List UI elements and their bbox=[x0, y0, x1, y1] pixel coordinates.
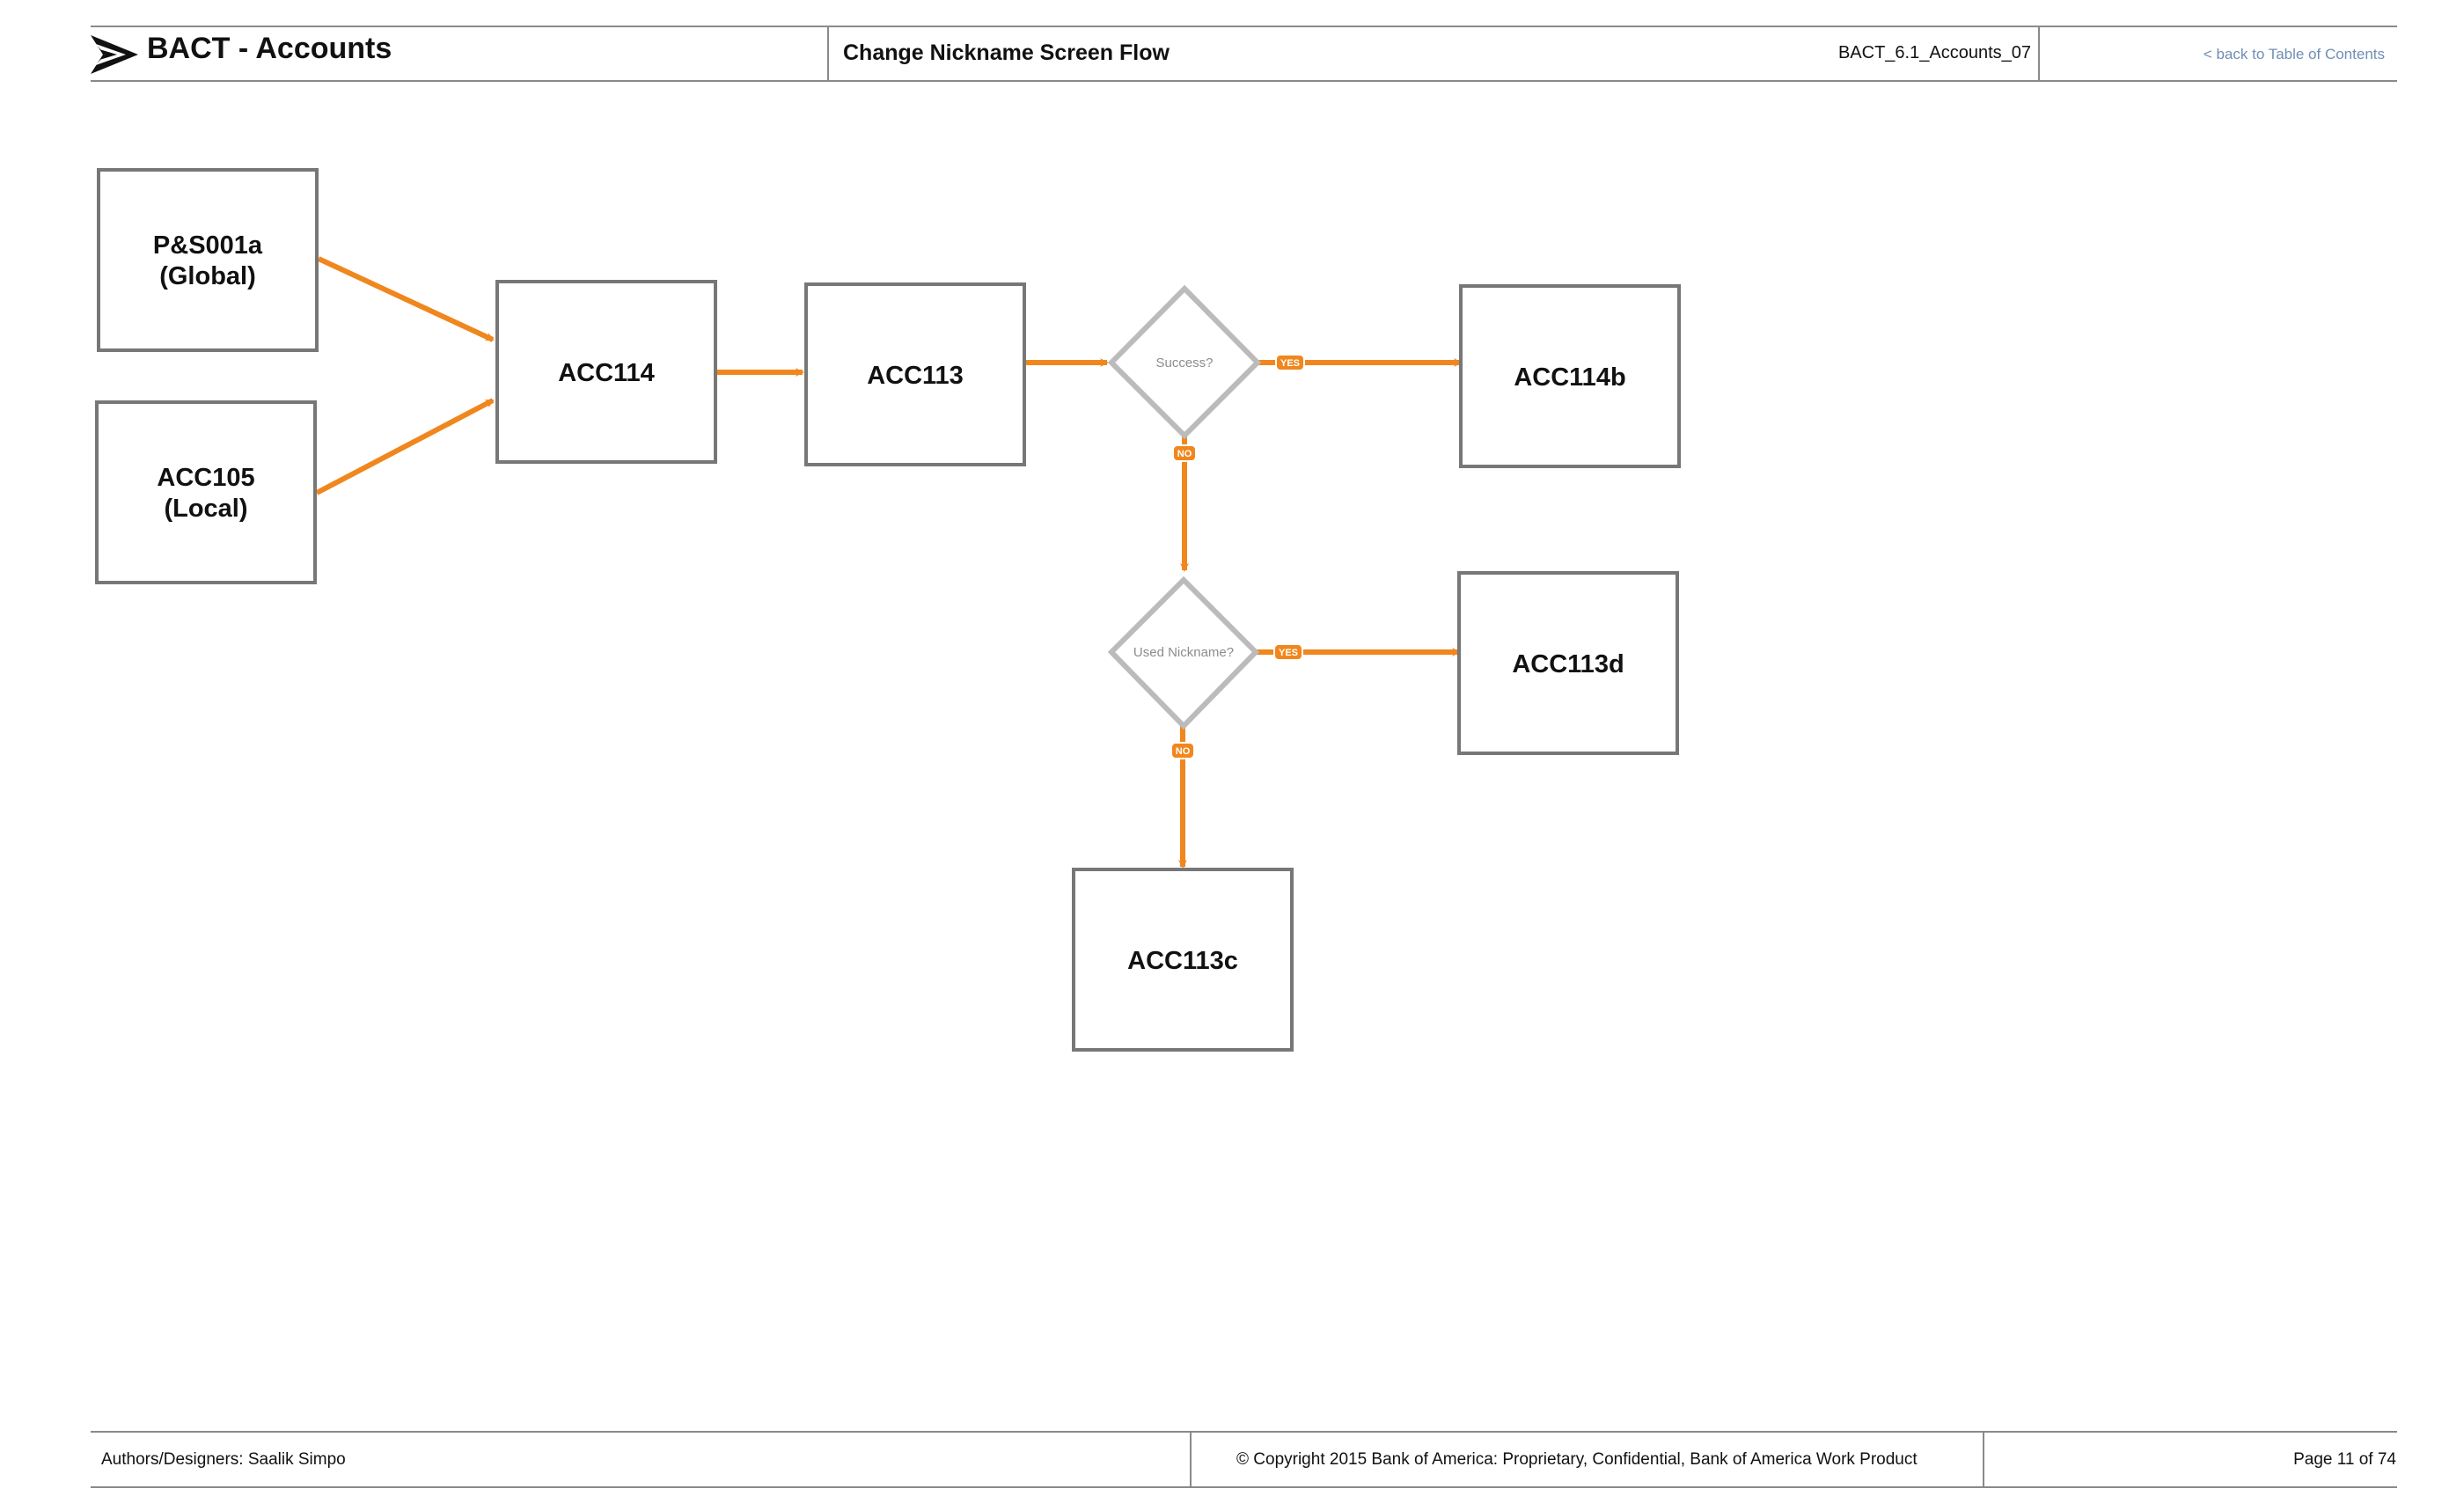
arrow-ps001a-to-acc114 bbox=[317, 256, 495, 342]
authors-designers: Authors/Designers: Saalik Simpo bbox=[101, 1450, 346, 1469]
node-acc114b-label: ACC114b bbox=[1514, 363, 1625, 392]
footer-top-rule bbox=[91, 1431, 2397, 1433]
no-tag-success-bg bbox=[1172, 444, 1197, 462]
yes-tag-success: YES bbox=[1280, 358, 1300, 369]
header-divider bbox=[827, 26, 829, 82]
node-acc113c-label: ACC113c bbox=[1127, 947, 1238, 975]
footer-divider bbox=[1190, 1431, 1192, 1487]
node-ps001a bbox=[97, 168, 319, 352]
node-acc113 bbox=[804, 282, 1026, 466]
decision-success-label: Success? bbox=[1155, 356, 1213, 370]
decision-success bbox=[1107, 284, 1262, 440]
bank-logo-icon bbox=[91, 35, 138, 74]
no-tag-used-nickname: NO bbox=[1176, 746, 1191, 757]
footer-divider bbox=[1983, 1431, 1984, 1487]
node-acc113d bbox=[1457, 571, 1679, 755]
header-bottom-rule bbox=[91, 80, 2397, 82]
no-tag-success: NO bbox=[1177, 449, 1192, 459]
node-acc113c bbox=[1072, 868, 1294, 1052]
footer-bottom-rule bbox=[91, 1486, 2397, 1488]
yes-tag-used-nickname-bg bbox=[1273, 643, 1303, 661]
decision-used-nickname-label: Used Nickname? bbox=[1133, 645, 1234, 660]
header-divider bbox=[2038, 26, 2040, 82]
copyright-notice: © Copyright 2015 Bank of America: Propri… bbox=[1236, 1450, 1918, 1469]
screen-flow-title: Change Nickname Screen Flow bbox=[843, 40, 1170, 65]
document-id: BACT_6.1_Accounts_07 bbox=[1837, 43, 2031, 62]
yes-tag-success-bg bbox=[1275, 354, 1305, 371]
header-top-rule bbox=[91, 26, 2397, 27]
node-acc113d-label: ACC113d bbox=[1512, 650, 1624, 678]
node-acc114b bbox=[1459, 284, 1681, 468]
decision-used-nickname bbox=[1107, 576, 1260, 730]
node-acc114-label: ACC114 bbox=[558, 359, 655, 387]
yes-tag-used-nickname: YES bbox=[1279, 648, 1298, 658]
arrow-acc105-to-acc114 bbox=[315, 398, 495, 495]
node-acc114 bbox=[495, 280, 717, 464]
document-title: BACT - Accounts bbox=[147, 32, 392, 65]
node-acc105-sublabel: (Local) bbox=[164, 495, 247, 523]
back-to-toc-link[interactable]: < back to Table of Contents bbox=[2203, 46, 2385, 62]
node-acc113-label: ACC113 bbox=[867, 362, 964, 390]
no-tag-used-nickname-bg bbox=[1170, 742, 1195, 759]
node-ps001a-sublabel: (Global) bbox=[159, 262, 256, 290]
page-number: Page 11 of 74 bbox=[2293, 1450, 2396, 1469]
node-ps001a-label: P&S001a bbox=[153, 231, 263, 260]
node-acc105 bbox=[95, 400, 317, 584]
node-acc105-label: ACC105 bbox=[157, 464, 254, 492]
